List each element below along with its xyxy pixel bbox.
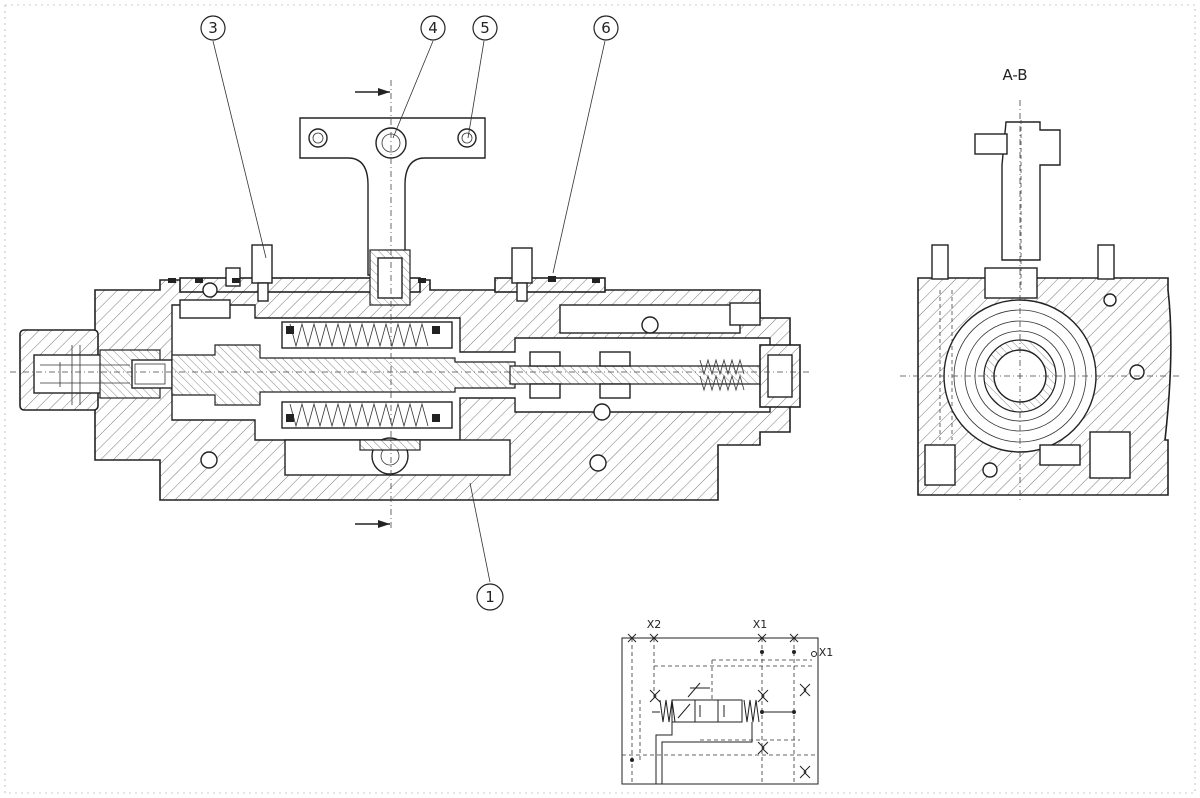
section-label: A-B [1002, 66, 1027, 84]
spring-upper [289, 322, 429, 348]
sheet-border [4, 4, 1196, 794]
balloon-1: 1 [476, 583, 504, 611]
spring-lower [289, 402, 429, 428]
hydraulic-schematic: X2 X1 X1 [621, 618, 834, 785]
svg-text:3: 3 [208, 19, 218, 37]
balloon-5: 5 [472, 15, 498, 41]
balloon-4: 4 [420, 15, 446, 41]
svg-text:5: 5 [480, 19, 490, 37]
balloon-3: 3 [200, 15, 226, 41]
port-x1-side-label: X1 [819, 646, 834, 659]
svg-text:1: 1 [485, 588, 495, 606]
main-section-view [10, 80, 810, 530]
svg-text:4: 4 [428, 19, 438, 37]
balloon-6: 6 [593, 15, 619, 41]
svg-text:6: 6 [601, 19, 611, 37]
callouts: 3 4 5 6 1 [200, 15, 619, 611]
port-x1-top-label: X1 [753, 618, 768, 631]
section-ab-view: A-B [900, 66, 1180, 500]
port-x2-label: X2 [647, 618, 662, 631]
